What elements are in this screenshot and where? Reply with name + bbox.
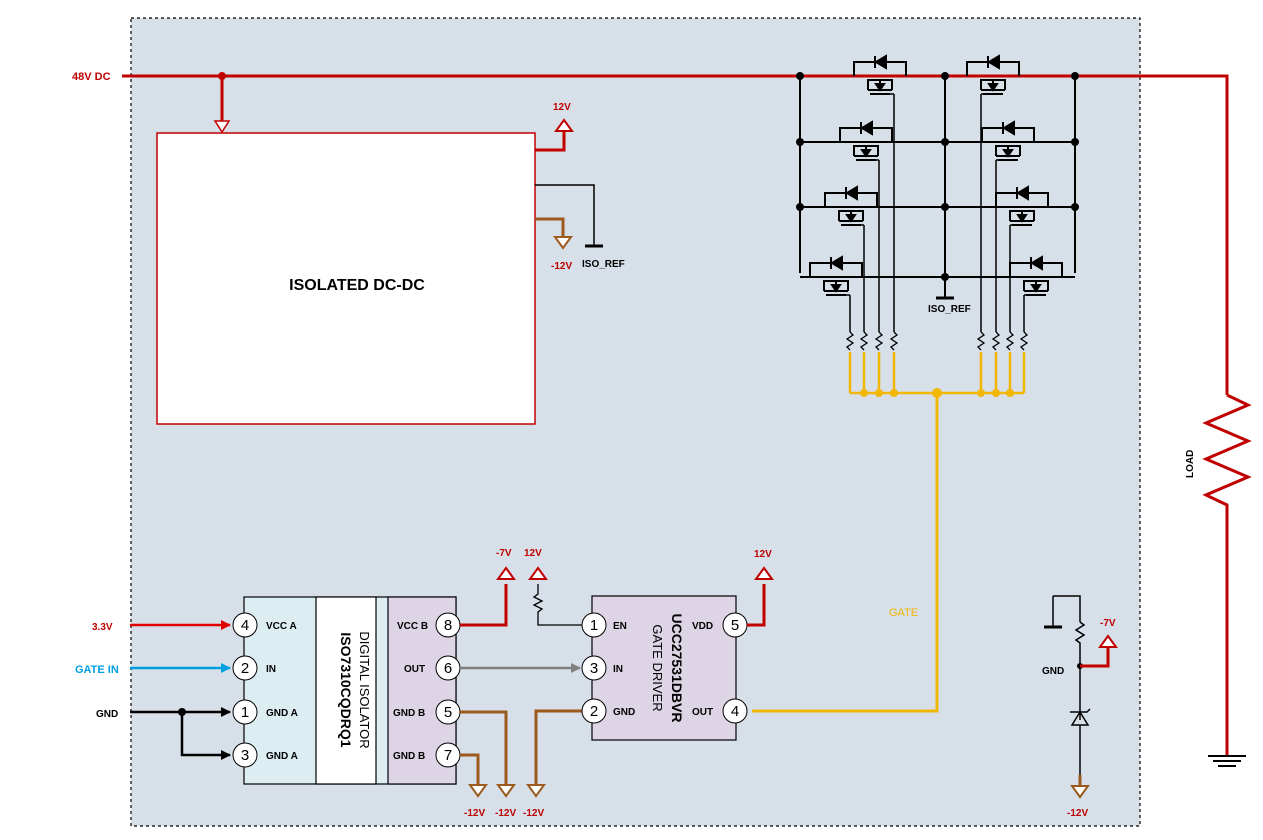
isolator-part-number: ISO7310CQDRQ1 [338, 632, 354, 747]
iso-ref-label-1: ISO_REF [582, 259, 625, 270]
isolator-pin-gndb-7: GND B 7 [393, 742, 461, 768]
svg-text:5: 5 [731, 617, 739, 634]
en-12v-label: 12V [524, 548, 542, 559]
isolator-description: DIGITAL ISOLATOR [357, 631, 372, 748]
svg-text:VCC A: VCC A [266, 621, 297, 632]
driver-pin-vdd: VDD 5 [692, 612, 748, 638]
load-resistor [1202, 393, 1252, 755]
isolator-pin-out: OUT 6 [404, 655, 461, 681]
driver-pin-out: OUT 4 [692, 698, 748, 724]
input-gnd-label: GND [96, 709, 118, 720]
svg-text:2: 2 [590, 703, 598, 720]
isolator-neg7v-label: -7V [496, 548, 512, 559]
rail-48v-wire [122, 74, 1229, 395]
svg-text:5: 5 [444, 704, 452, 721]
supply-12v-arrow-icon [554, 118, 574, 132]
svg-text:VCC B: VCC B [397, 621, 428, 632]
isolated-dcdc-block [156, 132, 536, 425]
zener-neg12v-label: -12V [1067, 808, 1088, 819]
mosfet-3 [839, 120, 893, 351]
svg-text:1: 1 [590, 617, 598, 634]
mosfet-4 [981, 120, 1035, 351]
supply-neg12v-arrow-icon [553, 236, 573, 250]
svg-text:4: 4 [731, 703, 739, 720]
dcdc-title: ISOLATED DC-DC [289, 277, 425, 294]
svg-text:7: 7 [444, 747, 452, 764]
svg-text:EN: EN [613, 621, 627, 632]
supply-neg7v-arrow-icon [496, 566, 516, 580]
supply-neg12v-zener-arrow-icon [1070, 785, 1090, 799]
isolator-pin-in: 2 IN [232, 655, 276, 681]
mosfet-7 [809, 255, 863, 351]
supply-neg7v-zener-arrow-icon [1098, 634, 1118, 648]
neg12v-label-b: -12V [495, 808, 516, 819]
svg-text:6: 6 [444, 660, 452, 677]
iso-ref-label-2: ISO_REF [928, 304, 971, 315]
gate-net-label: GATE [889, 607, 918, 619]
mosfet-8 [1009, 255, 1063, 351]
svg-text:GND B: GND B [393, 708, 425, 719]
svg-text:OUT: OUT [404, 664, 425, 675]
svg-text:GND A: GND A [266, 751, 298, 762]
isolator-pin-gnda-1: 1 GND A [232, 699, 298, 725]
dcdc-neg12v-label: -12V [551, 261, 572, 272]
isolator-pin-vcca: 4 VCC A [232, 612, 297, 638]
isolator-pin-gnda-3: 3 GND A [232, 742, 298, 768]
svg-text:VDD: VDD [692, 621, 713, 632]
driver-description: GATE DRIVER [650, 624, 665, 711]
driver-pin-gnd: 2 GND [581, 698, 635, 724]
svg-text:GND: GND [613, 707, 635, 718]
svg-text:GND A: GND A [266, 708, 298, 719]
gate-driver-chip: UCC27531DBVR GATE DRIVER [591, 595, 737, 741]
svg-text:GND B: GND B [393, 751, 425, 762]
ground-icon [1208, 755, 1246, 767]
driver-pin-en: 1 EN [581, 612, 627, 638]
mosfet-6 [995, 185, 1049, 351]
svg-text:8: 8 [444, 617, 452, 634]
neg12v-label-c: -12V [523, 808, 544, 819]
digital-isolator-chip: ISO7310CQDRQ1 DIGITAL ISOLATOR [243, 596, 457, 785]
neg12v-label-a: -12V [464, 808, 485, 819]
input-3v3-label: 3.3V [92, 622, 113, 633]
svg-text:IN: IN [266, 664, 276, 675]
svg-text:IN: IN [613, 664, 623, 675]
input-gate-in-label: GATE IN [75, 664, 119, 676]
rail-48v-label: 48V DC [72, 71, 111, 83]
driver-pin-in: 3 IN [581, 655, 623, 681]
svg-text:2: 2 [241, 660, 249, 677]
mosfet-5 [824, 185, 878, 351]
mosfet-1 [853, 54, 907, 351]
zener-bias-network [1052, 595, 1091, 775]
vdd-12v-label: 12V [754, 549, 772, 560]
mosfet-bank [799, 76, 1076, 300]
zener-gnd-label: GND [1042, 666, 1064, 677]
load-label: LOAD [1185, 450, 1196, 478]
svg-text:3: 3 [241, 747, 249, 764]
zener-neg7v-label: -7V [1100, 618, 1116, 629]
svg-text:OUT: OUT [692, 707, 713, 718]
svg-text:3: 3 [590, 660, 598, 677]
supply-12v-en-arrow-icon [528, 566, 548, 580]
svg-text:4: 4 [241, 617, 249, 634]
driver-part-number: UCC27531DBVR [669, 614, 685, 723]
svg-text:1: 1 [241, 704, 249, 721]
dcdc-12v-label: 12V [553, 102, 571, 113]
supply-12v-vdd-arrow-icon [754, 566, 774, 580]
